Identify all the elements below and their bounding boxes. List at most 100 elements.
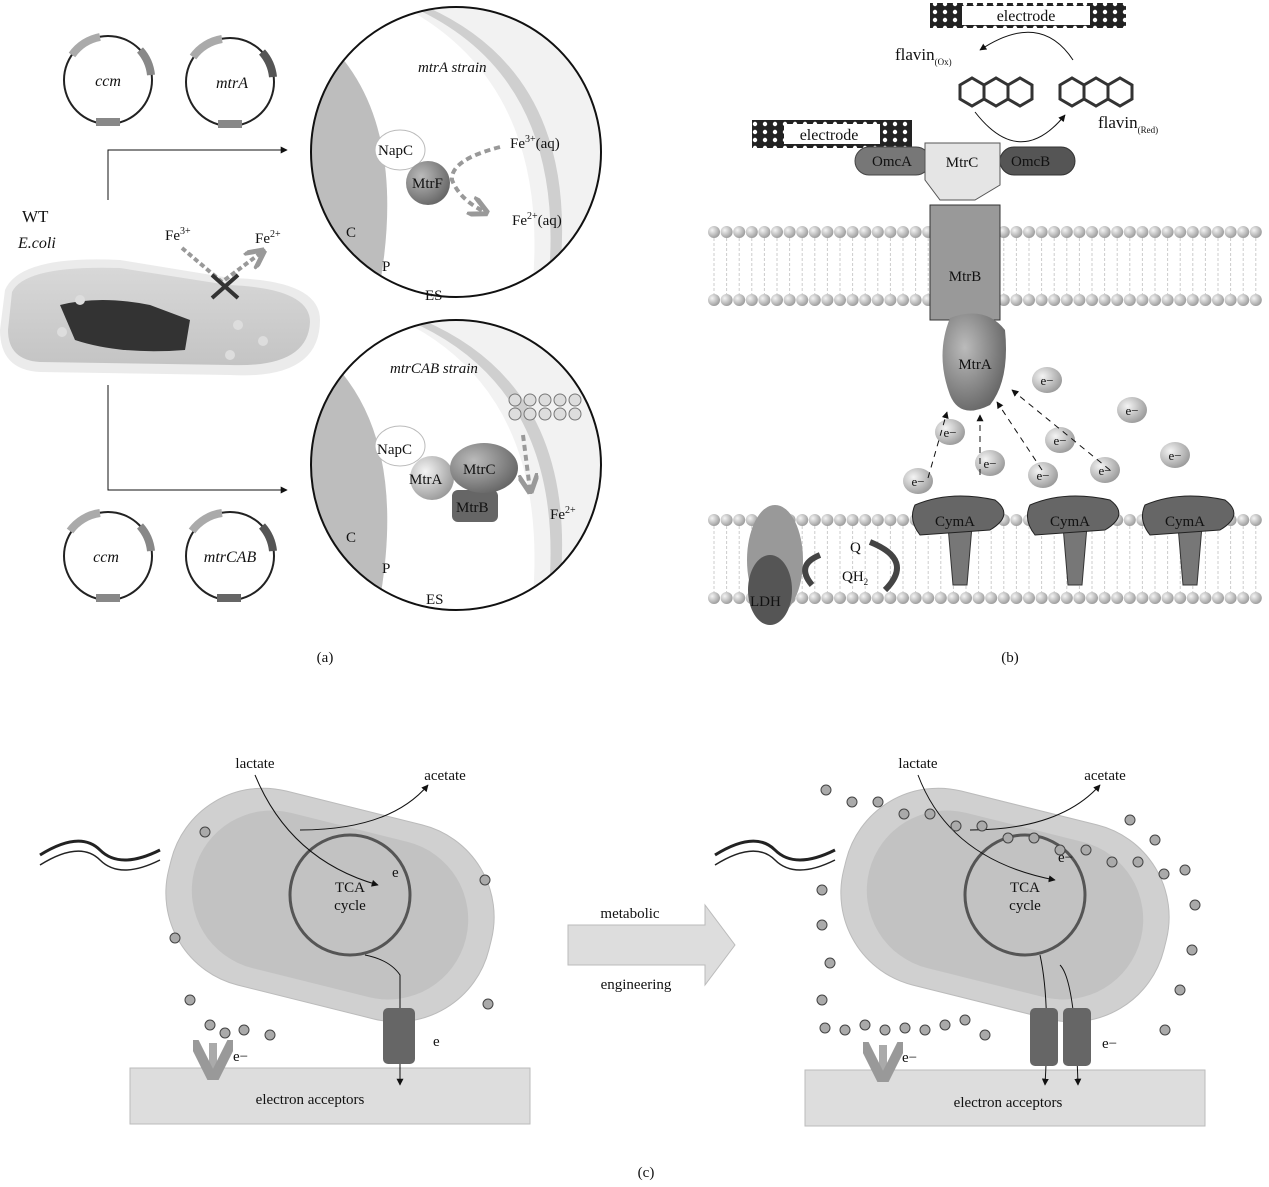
mediator-dot	[820, 784, 832, 796]
tca-label: cycle	[334, 898, 366, 914]
mediator-dot	[1158, 868, 1170, 880]
lipid-head	[796, 226, 809, 238]
panel-label-b: (b)	[1001, 650, 1019, 666]
electron-acceptors-label: electron acceptors	[256, 1092, 365, 1108]
lipid-head	[720, 294, 733, 306]
mediator-dots	[816, 784, 1201, 1041]
lipid-head	[1023, 226, 1035, 238]
mediator-dot	[1124, 814, 1136, 826]
electron-acceptors-label: electron acceptors	[954, 1095, 1063, 1111]
lipid-head	[897, 294, 909, 306]
plasmid-mtrcab: mtrCAB	[185, 509, 277, 602]
lipid-head	[1048, 294, 1061, 306]
lipid-head	[871, 514, 884, 526]
lipid-head	[909, 592, 922, 604]
mtra-label: MtrA	[958, 357, 992, 373]
strain-title: mtrCAB strain	[390, 361, 478, 377]
lipid-head	[985, 592, 998, 604]
electron-label: e−	[943, 425, 956, 440]
lipid-head	[821, 592, 834, 604]
lipid-head	[1186, 226, 1199, 238]
electrode-top: electrode	[930, 3, 1126, 28]
lipid-head	[720, 514, 733, 526]
mediator-dot	[1054, 844, 1066, 856]
lipid-head	[1136, 226, 1149, 238]
lipid-head	[808, 226, 821, 238]
mineral-lattice	[508, 393, 582, 421]
plasmid-label: ccm	[93, 549, 119, 566]
panel-a: ccm mtrA ccm mtrCAB WT E.coli	[0, 6, 602, 666]
flavin-reduction-arrow	[974, 111, 1066, 143]
omca-label: OmcA	[872, 154, 912, 170]
lipid-head	[972, 592, 985, 604]
lipid-head	[796, 592, 809, 604]
q-cycle-arrow	[802, 552, 822, 587]
lipid-head	[859, 294, 872, 306]
lactate-label: lactate	[235, 756, 274, 772]
lipid-head	[834, 226, 846, 238]
mtra-protein	[942, 313, 1006, 411]
electron-label: e−	[902, 1050, 917, 1066]
lipid-head	[871, 592, 884, 604]
lipid-head	[909, 294, 922, 306]
mediator-dot	[1186, 944, 1198, 956]
lipid-head	[846, 514, 859, 526]
flavin-ox-label: flavin(Ox)	[895, 45, 952, 67]
lipid-head	[1010, 226, 1023, 238]
mediator-dot	[859, 1019, 871, 1031]
cyma-protein	[911, 495, 1005, 536]
lipid-head	[1199, 592, 1212, 604]
lipid-head	[758, 226, 771, 238]
lipid-head	[1174, 294, 1187, 306]
plasmid-label: mtrA	[216, 75, 248, 92]
lactate-label: lactate	[898, 756, 937, 772]
mediator-dot	[169, 932, 181, 944]
electrons: e−e−e−e−e−e−e−e−e−	[903, 367, 1190, 494]
electron-label: e−	[1125, 403, 1138, 418]
lipid-head	[720, 226, 733, 238]
lipid-head	[1035, 592, 1048, 604]
lipid-head	[783, 226, 796, 238]
mediator-dot	[1132, 856, 1144, 868]
mtrc-protein	[924, 142, 1001, 201]
mediator-dot	[819, 1022, 831, 1034]
omcb-label: OmcB	[1011, 154, 1050, 170]
mediator-dot	[1149, 834, 1161, 846]
lipid-head	[1136, 294, 1149, 306]
electron-ball	[1090, 457, 1120, 483]
lipid-head	[897, 592, 909, 604]
mediator-dot	[482, 998, 494, 1010]
cyma-label: CymA	[1165, 514, 1205, 530]
mediator-dot	[816, 994, 828, 1006]
lipid-head	[1123, 592, 1136, 604]
lipid-head	[1212, 294, 1224, 306]
mediator-dot	[846, 796, 858, 808]
lipid-head	[745, 226, 758, 238]
panel-label-a: (a)	[317, 650, 334, 666]
es-label: ES	[425, 288, 443, 304]
p-label: P	[382, 561, 390, 577]
cyma-label: CymA	[1050, 514, 1090, 530]
mediator-dot	[959, 1014, 971, 1026]
lipid-head	[1174, 226, 1187, 238]
electron-label: e	[433, 1034, 440, 1050]
lipid-head	[1149, 294, 1161, 306]
electrode-label: electrode	[997, 8, 1056, 25]
mediator-dot	[1106, 856, 1118, 868]
tca-cycle	[963, 833, 1087, 957]
mtrc-label: MtrC	[463, 462, 496, 478]
lipid-head	[859, 514, 872, 526]
panel-b: electrode flavin(Ox) flavin(Red) electro…	[708, 3, 1262, 666]
lipid-head	[1010, 514, 1023, 526]
lipid-head	[1199, 226, 1212, 238]
mediator-dot	[219, 1027, 231, 1039]
plasmid-ccm-bottom: ccm	[63, 509, 155, 602]
lipid-head	[1161, 294, 1174, 306]
flavin-ox-molecule	[958, 76, 1034, 108]
lipid-head	[708, 592, 720, 604]
lipid-head	[733, 514, 746, 526]
c-label: C	[346, 225, 356, 241]
electron-ball	[1117, 397, 1147, 423]
ldh-protein: LDH	[747, 505, 803, 625]
lipid-head	[1073, 592, 1086, 604]
